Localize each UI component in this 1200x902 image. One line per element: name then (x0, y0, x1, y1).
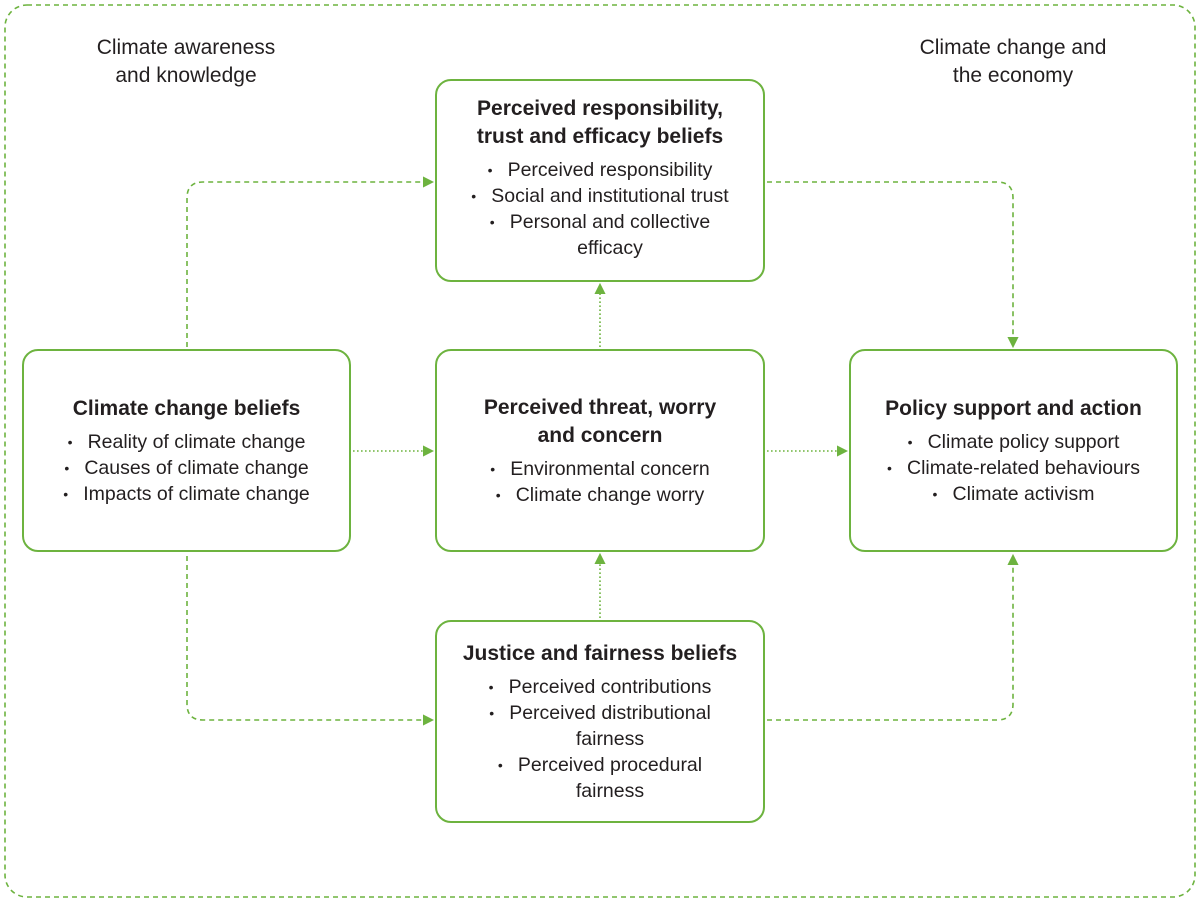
list-item: •Climate activism (932, 482, 1095, 505)
box-title: Justice and fairness beliefs (462, 642, 738, 665)
list-item: •Perceived procedural fairness (497, 754, 703, 802)
box-item-list: •Reality of climate change •Causes of cl… (63, 429, 310, 507)
box-title: Climate change beliefs (72, 396, 301, 420)
box-perceived-threat: Perceived threat, worry and concern •Env… (435, 349, 765, 552)
bullet-icon: • (497, 757, 503, 773)
box-item-list: •Environmental concern •Climate change w… (490, 456, 709, 508)
corner-label-awareness: Climate awareness and knowledge (96, 36, 276, 87)
arrow-beliefs-to-justice (186, 556, 435, 726)
list-item: •Personal and collective efficacy (489, 211, 711, 259)
box-title: Perceived threat, worry and concern (483, 395, 717, 447)
bullet-icon: • (487, 162, 493, 178)
box-item-list: •Climate policy support •Climate-related… (887, 429, 1140, 507)
list-item: •Perceived distributional fairness (489, 702, 711, 750)
list-item: •Climate change worry (495, 483, 705, 506)
list-item: •Causes of climate change (64, 456, 309, 479)
bullet-icon: • (488, 679, 494, 695)
bullet-icon: • (489, 214, 495, 230)
box-policy-support: Policy support and action •Climate polic… (849, 349, 1178, 552)
bullet-icon: • (932, 485, 938, 502)
list-item: •Perceived contributions (488, 676, 712, 698)
arrow-justice-to-policy (767, 553, 1019, 721)
bullet-icon: • (489, 705, 495, 721)
list-item: •Climate-related behaviours (886, 456, 1141, 479)
bullet-icon: • (907, 433, 913, 450)
box-perceived-responsibility: Perceived responsibility, trust and effi… (435, 79, 765, 282)
list-item: •Environmental concern (490, 457, 710, 480)
box-title: Perceived responsibility, trust and effi… (476, 97, 724, 148)
box-title: Policy support and action (885, 396, 1142, 420)
list-item: •Perceived responsibility (487, 159, 713, 181)
list-item: •Social and institutional trust (471, 185, 729, 207)
arrow-beliefs-to-responsibility (186, 176, 435, 347)
arrow-responsibility-to-policy (767, 181, 1019, 349)
box-item-list: •Perceived contributions •Perceived dist… (489, 674, 712, 804)
list-item: •Reality of climate change (67, 430, 306, 453)
bullet-icon: • (495, 486, 501, 503)
outer-frame (4, 4, 1196, 898)
bullet-icon: • (471, 188, 477, 204)
bullet-icon: • (490, 460, 496, 477)
box-justice-fairness: Justice and fairness beliefs •Perceived … (435, 620, 765, 823)
corner-label-economy: Climate change and the economy (919, 36, 1107, 87)
bullet-icon: • (886, 459, 892, 476)
bullet-icon: • (63, 485, 69, 502)
list-item: •Climate policy support (907, 430, 1120, 453)
list-item: •Impacts of climate change (63, 482, 310, 505)
box-climate-change-beliefs: Climate change beliefs •Reality of clima… (22, 349, 351, 552)
bullet-icon: • (67, 433, 73, 450)
box-item-list: •Perceived responsibility •Social and in… (471, 157, 728, 261)
bullet-icon: • (64, 459, 70, 476)
